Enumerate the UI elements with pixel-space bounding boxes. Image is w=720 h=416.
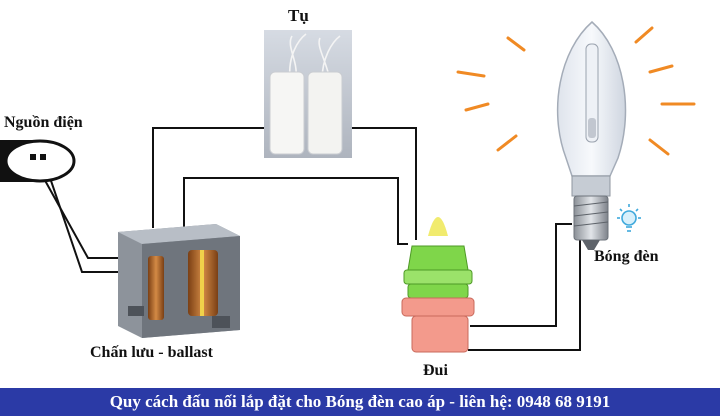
wire-ballast-to-socket xyxy=(183,177,408,245)
power-source-label: Nguồn điện xyxy=(4,114,83,131)
wire-socket-to-bulb-1 xyxy=(470,223,572,327)
diagram-canvas xyxy=(0,21,696,353)
wire-source-to-ballast-2 xyxy=(45,165,126,273)
capacitor-label: Tụ xyxy=(288,6,309,25)
wires xyxy=(36,127,581,351)
wire-source-to-ballast-1 xyxy=(36,165,128,259)
ballast-image xyxy=(118,224,240,338)
plug-outlet-icon xyxy=(4,139,76,183)
footer-banner: Quy cách đấu nối lắp đặt cho Bóng đèn ca… xyxy=(0,388,720,416)
capacitor-image xyxy=(264,30,352,158)
wire-socket-to-bulb-2 xyxy=(468,236,581,351)
wire-capacitor-to-socket xyxy=(352,127,417,240)
wire-ballast-to-capacitor xyxy=(152,127,264,228)
socket-image xyxy=(401,217,475,353)
light-bulb-icon xyxy=(556,21,627,250)
socket-label: Đui xyxy=(423,362,448,379)
light-rays xyxy=(456,26,696,156)
ballast-label: Chấn lưu - ballast xyxy=(90,344,213,361)
bulb-label: Bóng đèn xyxy=(594,248,659,265)
led-bulb-icon xyxy=(617,204,641,232)
power-outlet xyxy=(0,139,76,183)
